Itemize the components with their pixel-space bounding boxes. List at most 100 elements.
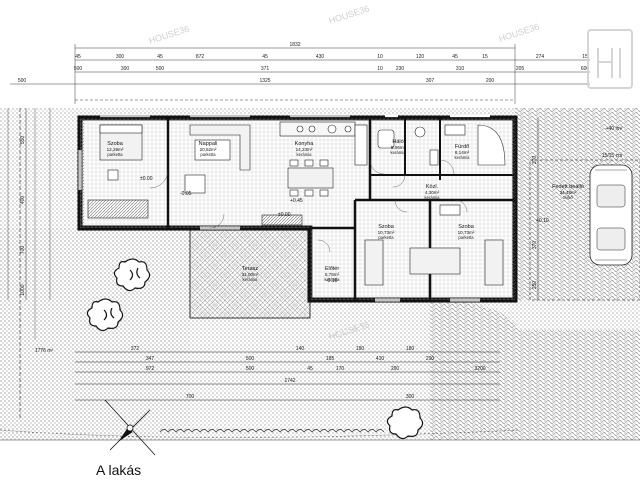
room-name: Terasz [242,266,258,272]
dimension-label: 170 [336,366,345,372]
carport [529,159,640,301]
dimension-label: 1325 [259,78,270,84]
room-area: 5,78m² [325,272,340,277]
room-area: 4,30m² [425,190,440,195]
dimension-label: 300 [116,54,125,60]
dimension-label: 430 [316,54,325,60]
dimension-label: 500 [246,356,255,362]
balcony-label: +40 lm² [606,126,623,132]
dimension-label: 400 [20,196,26,205]
dimension-label: 371 [261,66,270,72]
dimension-label: 372 [131,346,140,352]
room-name: Szoba [458,224,475,230]
dimension-label: 45 [157,54,163,60]
room-floor: kerámia [297,152,313,157]
compass-icon [104,399,156,456]
door-swings [149,159,468,253]
level-marker: ±0.00 [140,176,153,182]
room-name: Háló [392,139,403,145]
site-boundary [7,108,51,420]
watermark-logo-icon [587,29,633,89]
dimension-label: 10 [377,54,383,60]
house-walls [77,114,518,303]
level-markers: ±0.00+0.45-0.10+0.10-0.05±0.00 [140,176,549,284]
site-area-label: 1776 m² [35,348,54,354]
dimension-label: 310 [456,66,465,72]
room-area: 10,73m² [458,230,475,235]
room-area: 5,06m² [391,145,406,150]
dimension-label: 290 [426,356,435,362]
room-name: Közl. [426,184,439,190]
dimension-label: 15 [482,54,488,60]
dimension-label: 500 [246,366,255,372]
room-floor: parketta [107,152,123,157]
dimension-label: 3200 [474,366,485,372]
room-floor: térkő [563,195,573,200]
dimension-label: 1000 [20,284,26,295]
room-floor: kerámia [243,277,259,282]
room-name: Szoba [378,224,395,230]
dimension-label: 45 [307,366,313,372]
dimension-label: 45 [262,54,268,60]
watermark: HOUSE36 [328,3,371,25]
room-area: 8,14m² [455,150,470,155]
level-marker: -0.10 [326,278,338,284]
room-name: Nappali [199,141,218,147]
dimension-label: 10 [377,66,383,72]
dimension-label: 15 [582,54,588,60]
dimension-lines-top [10,44,590,104]
tree-icon [86,298,124,332]
dimension-label: 250 [532,281,538,290]
room-area: 34,48m² [560,190,577,195]
room-name: Fedett beálló [552,184,584,190]
dimension-label: 274 [536,54,545,60]
level-marker: +0.10 [536,218,549,224]
watermark: HOUSE36 [148,23,191,45]
room-name: Előtér [325,266,340,272]
furniture [87,121,506,286]
dimension-label: 307 [426,78,435,84]
dimension-label: 180 [356,346,365,352]
room-area: 12,29m² [107,147,124,152]
dimension-label: 45 [75,54,81,60]
hedge-row [159,429,385,433]
room-area: 31,00m² [242,272,259,277]
dimension-label: 700 [20,246,26,255]
dimension-label: 500 [18,78,27,84]
room-floor: parketta [458,235,474,240]
room-floor: kerámia [455,155,471,160]
dimension-label: 600 [581,66,590,72]
tree-icon [386,406,424,440]
dimension-label: 550 [20,136,26,145]
dimension-label: 370 [532,241,538,250]
level-marker: ±0.00 [278,212,291,218]
room-area: 20,52m² [200,147,217,152]
dimension-label: 205 [516,66,525,72]
room-labels: Szoba12,29m²parkettaNappali20,52m²parket… [107,139,584,282]
room-area: 14,23m² [296,147,313,152]
tree-icon [113,258,151,292]
dimension-label: 140 [296,346,305,352]
dimension-label: 500 [156,66,165,72]
dimension-label: 300 [121,66,130,72]
dimension-label: 872 [196,54,205,60]
dimension-label: 200 [486,78,495,84]
dimension-label: 290 [391,366,400,372]
slope-label: 15/15 cm [602,153,623,159]
trees [86,258,424,440]
dimension-lines-bottom [75,351,500,401]
dimension-label: 185 [326,356,335,362]
dimension-label: 1832 [289,42,300,48]
dimension-label: 45 [452,54,458,60]
room-floor: kerámia [325,277,341,282]
drawing-caption: A lakás [96,462,141,478]
dimension-label: 700 [186,394,195,400]
dimension-label: 1742 [284,378,295,384]
dimension-label: 370 [532,156,538,165]
room-floor: kerámia [425,195,441,200]
room-floor: parketta [378,235,394,240]
dimension-label: 410 [376,356,385,362]
